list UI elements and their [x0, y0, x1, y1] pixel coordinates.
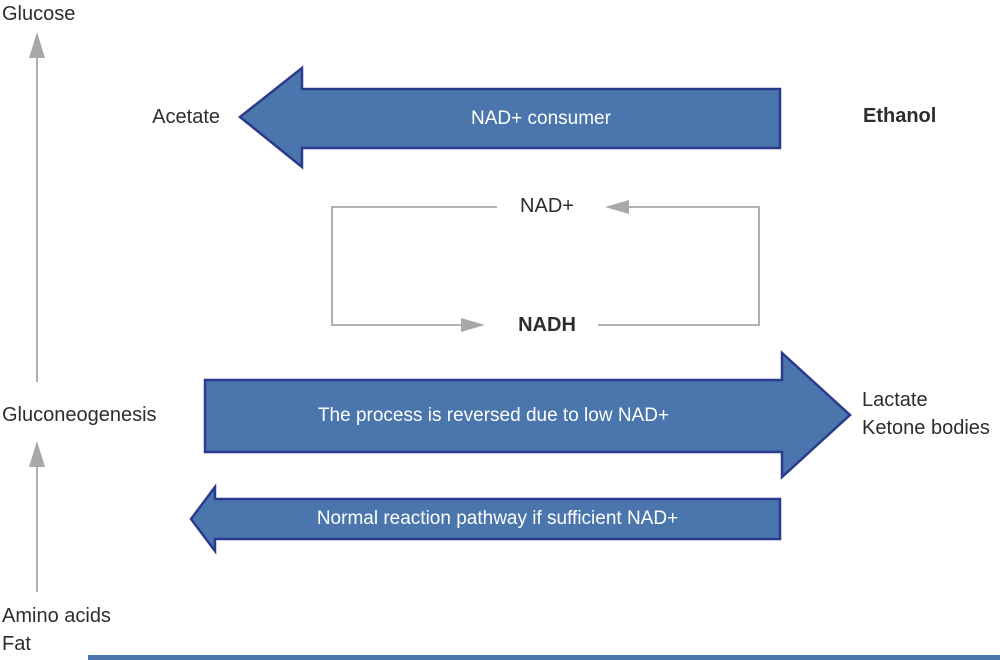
nad-consumer-arrow — [237, 65, 782, 170]
nad-plus-label: NAD+ — [520, 195, 574, 217]
ketone-bodies-label: Ketone bodies — [862, 417, 990, 439]
reversed-process-arrow-label: The process is reversed due to low NAD+ — [317, 405, 670, 426]
up-arrowhead-gluconeogenesis-icon — [29, 441, 45, 467]
bottom-rule — [88, 655, 1000, 660]
amino-acids-label: Amino acids — [2, 605, 111, 627]
lactate-label: Lactate — [862, 389, 928, 411]
reversed-process-arrow — [203, 350, 852, 480]
normal-pathway-arrow — [189, 483, 782, 555]
nad-consumer-arrow-label: NAD+ consumer — [471, 107, 611, 129]
right-arrowhead-nadh-icon — [461, 318, 485, 332]
acetate-label: Acetate — [152, 106, 220, 128]
normal-pathway-arrow-label: Normal reaction pathway if sufficient NA… — [316, 508, 679, 529]
left-arrowhead-nad-icon — [605, 200, 629, 214]
glucose-label: Glucose — [2, 3, 76, 25]
nadh-label: NADH — [518, 314, 576, 336]
gluconeogenesis-label: Gluconeogenesis — [2, 404, 157, 426]
up-arrowhead-glucose-icon — [29, 32, 45, 58]
fat-label: Fat — [2, 633, 31, 655]
nadh-to-nad-path — [598, 206, 760, 326]
ethanol-label: Ethanol — [863, 105, 937, 127]
nad-to-nadh-path — [331, 206, 497, 326]
